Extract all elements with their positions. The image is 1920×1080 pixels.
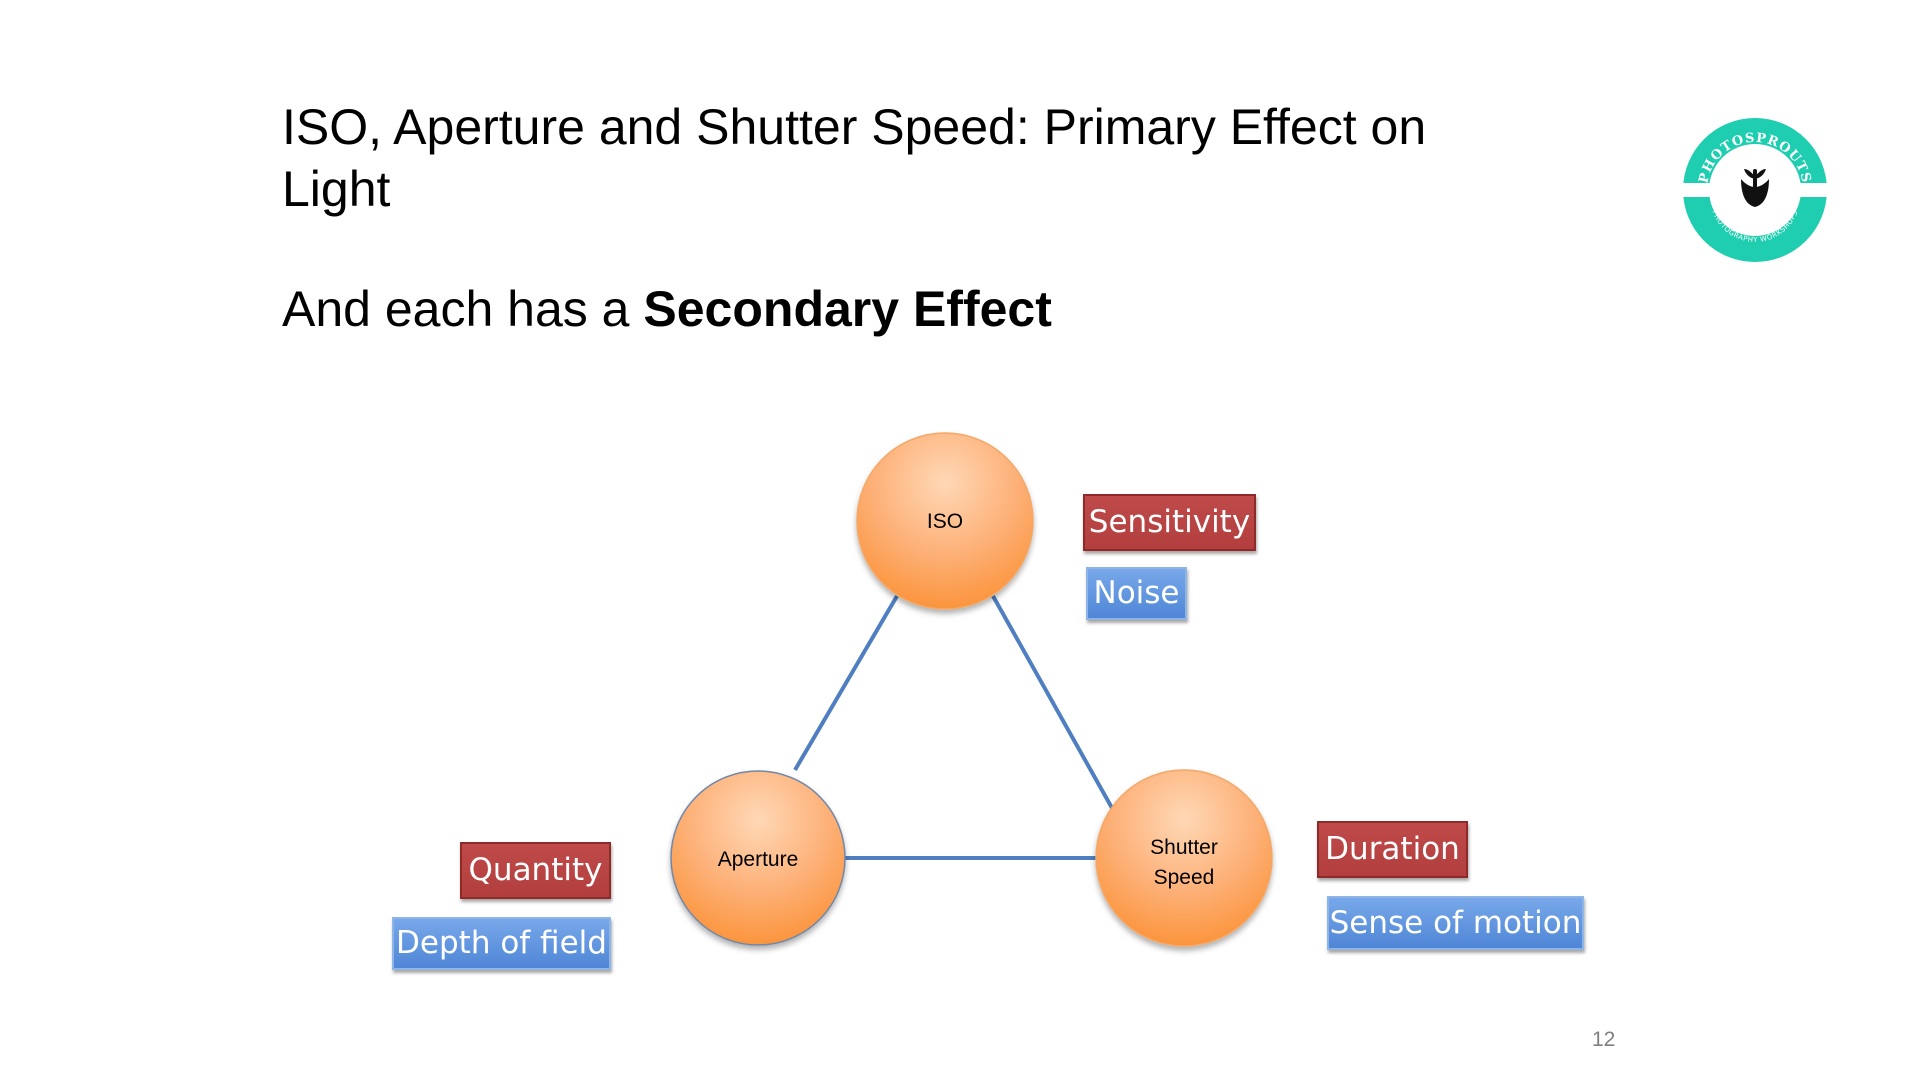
slide-title: ISO, Aperture and Shutter Speed: Primary… bbox=[282, 99, 1427, 217]
sprout-icon bbox=[1741, 169, 1769, 207]
connector-iso-aperture bbox=[793, 594, 899, 772]
tag-aperture-primary: Quantity bbox=[460, 842, 611, 899]
tag-aperture-secondary: Depth of field bbox=[392, 917, 611, 970]
subtitle-prefix: And each has a bbox=[282, 281, 644, 337]
tag-shutter-primary: Duration bbox=[1317, 821, 1468, 878]
node-iso-label: ISO bbox=[927, 510, 963, 533]
tag-iso-secondary: Noise bbox=[1086, 567, 1187, 620]
photosprouts-logo: PHOTOSPROUTS PHOTOGRAPHY WORKSHOPS bbox=[1680, 118, 1830, 262]
node-shutter-label-line2: Speed bbox=[1154, 866, 1215, 889]
node-shutter-circle bbox=[1095, 769, 1273, 947]
node-aperture-circle bbox=[670, 770, 846, 946]
connector-lines bbox=[793, 594, 1114, 860]
node-shutter-speed: Shutter Speed bbox=[1095, 769, 1273, 947]
node-shutter-label-line1: Shutter bbox=[1150, 836, 1218, 859]
node-iso-circle bbox=[856, 432, 1034, 610]
slide-subtitle: And each has a Secondary Effect bbox=[282, 278, 1052, 340]
subtitle-emphasis: Secondary Effect bbox=[643, 281, 1052, 337]
node-aperture: Aperture bbox=[670, 770, 846, 946]
tag-shutter-secondary: Sense of motion bbox=[1327, 896, 1584, 950]
node-aperture-label: Aperture bbox=[718, 848, 799, 871]
connector-iso-shutter bbox=[991, 595, 1114, 809]
tag-iso-primary: Sensitivity bbox=[1083, 494, 1256, 551]
page-number: 12 bbox=[1592, 1028, 1616, 1051]
node-iso: ISO bbox=[856, 432, 1034, 610]
